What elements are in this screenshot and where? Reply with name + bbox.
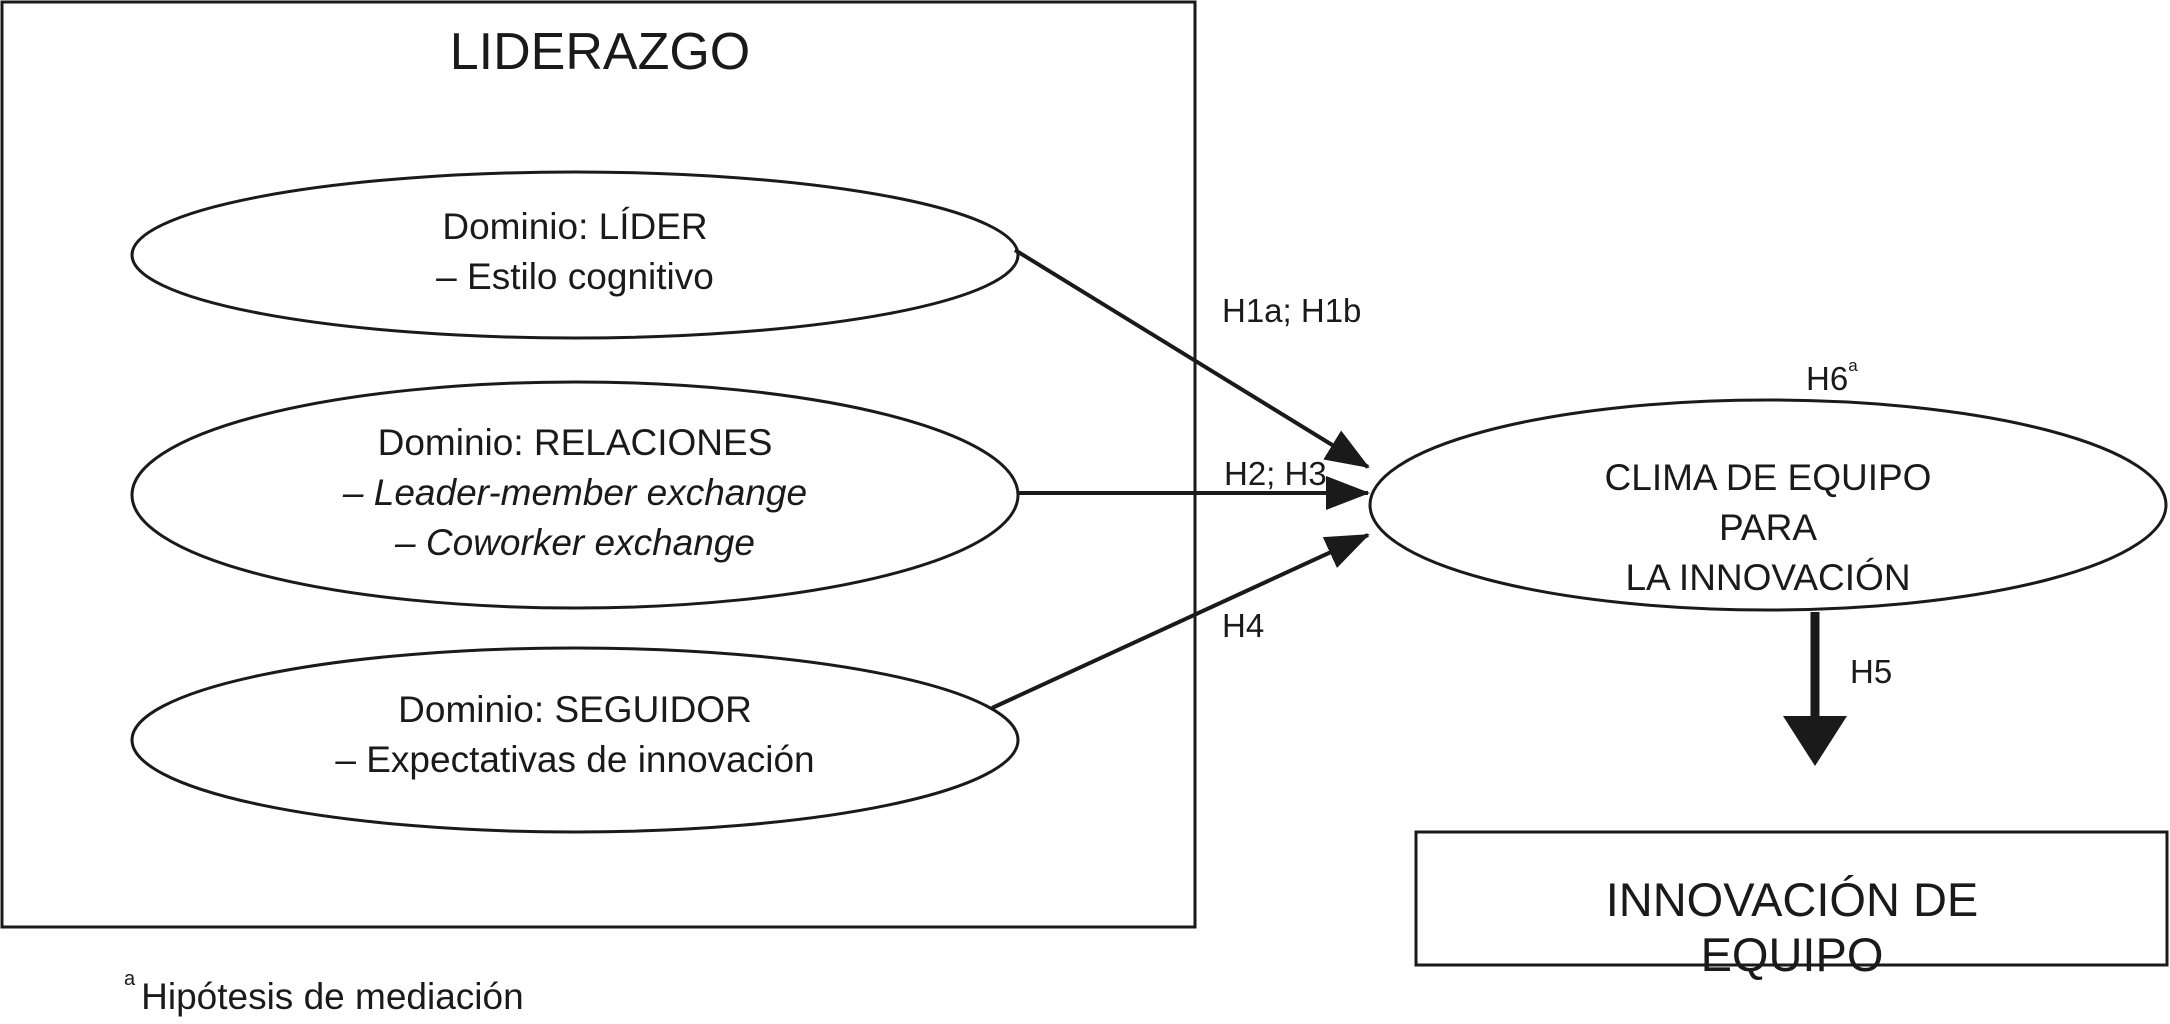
follower-domain-title: Dominio: SEGUIDOR: [398, 689, 752, 730]
arrow-h4: [991, 533, 1370, 710]
relations-domain-item-cwx: – Coworker exchange: [395, 522, 755, 563]
follower-domain-item: – Expectativas de innovación: [335, 739, 815, 780]
edge-label-h5: H5: [1850, 653, 1893, 690]
leader-domain-ellipse: [130, 170, 1020, 340]
leader-domain-title: Dominio: LÍDER: [442, 206, 708, 247]
relations-domain-title: Dominio: RELACIONES: [377, 422, 773, 463]
footnote-text: Hipótesis de mediación: [141, 976, 524, 1017]
relations-domain-label: Dominio: RELACIONES – Leader-member exch…: [343, 418, 807, 568]
edge-label-h6-text: H6: [1806, 360, 1849, 397]
team-innovation-label: INNOVACIÓN DE EQUIPO: [1605, 873, 1979, 981]
edge-label-h2-h3: H2; H3: [1224, 455, 1327, 492]
footnote-mark: a: [124, 968, 136, 990]
leader-domain-item: – Estilo cognitivo: [436, 256, 714, 297]
edge-label-h1: H1a; H1b: [1222, 292, 1362, 329]
follower-domain-label: Dominio: SEGUIDOR – Expectativas de inno…: [335, 685, 814, 785]
liderazgo-group-box: [0, 0, 1197, 929]
edge-label-h6-mark: a: [1848, 356, 1858, 375]
follower-domain-ellipse: [130, 646, 1020, 834]
climate-ellipse: [1368, 398, 2168, 612]
climate-label-line1: CLIMA DE EQUIPO PARA: [1604, 457, 1932, 548]
edge-label-h4: H4: [1222, 607, 1265, 644]
climate-label-line2: LA INNOVACIÓN: [1625, 557, 1911, 598]
climate-label: CLIMA DE EQUIPO PARA LA INNOVACIÓN: [1567, 453, 1969, 603]
leader-domain-label: Dominio: LÍDER – Estilo cognitivo: [436, 202, 714, 302]
liderazgo-title: LIDERAZGO: [449, 23, 751, 81]
arrow-h1: [1013, 248, 1370, 469]
relations-domain-item-lmx: – Leader-member exchange: [342, 472, 808, 513]
arrow-h5-head: [1783, 716, 1847, 766]
team-innovation-box: [1414, 830, 2169, 967]
edge-label-h6: H6a: [1806, 356, 1858, 398]
